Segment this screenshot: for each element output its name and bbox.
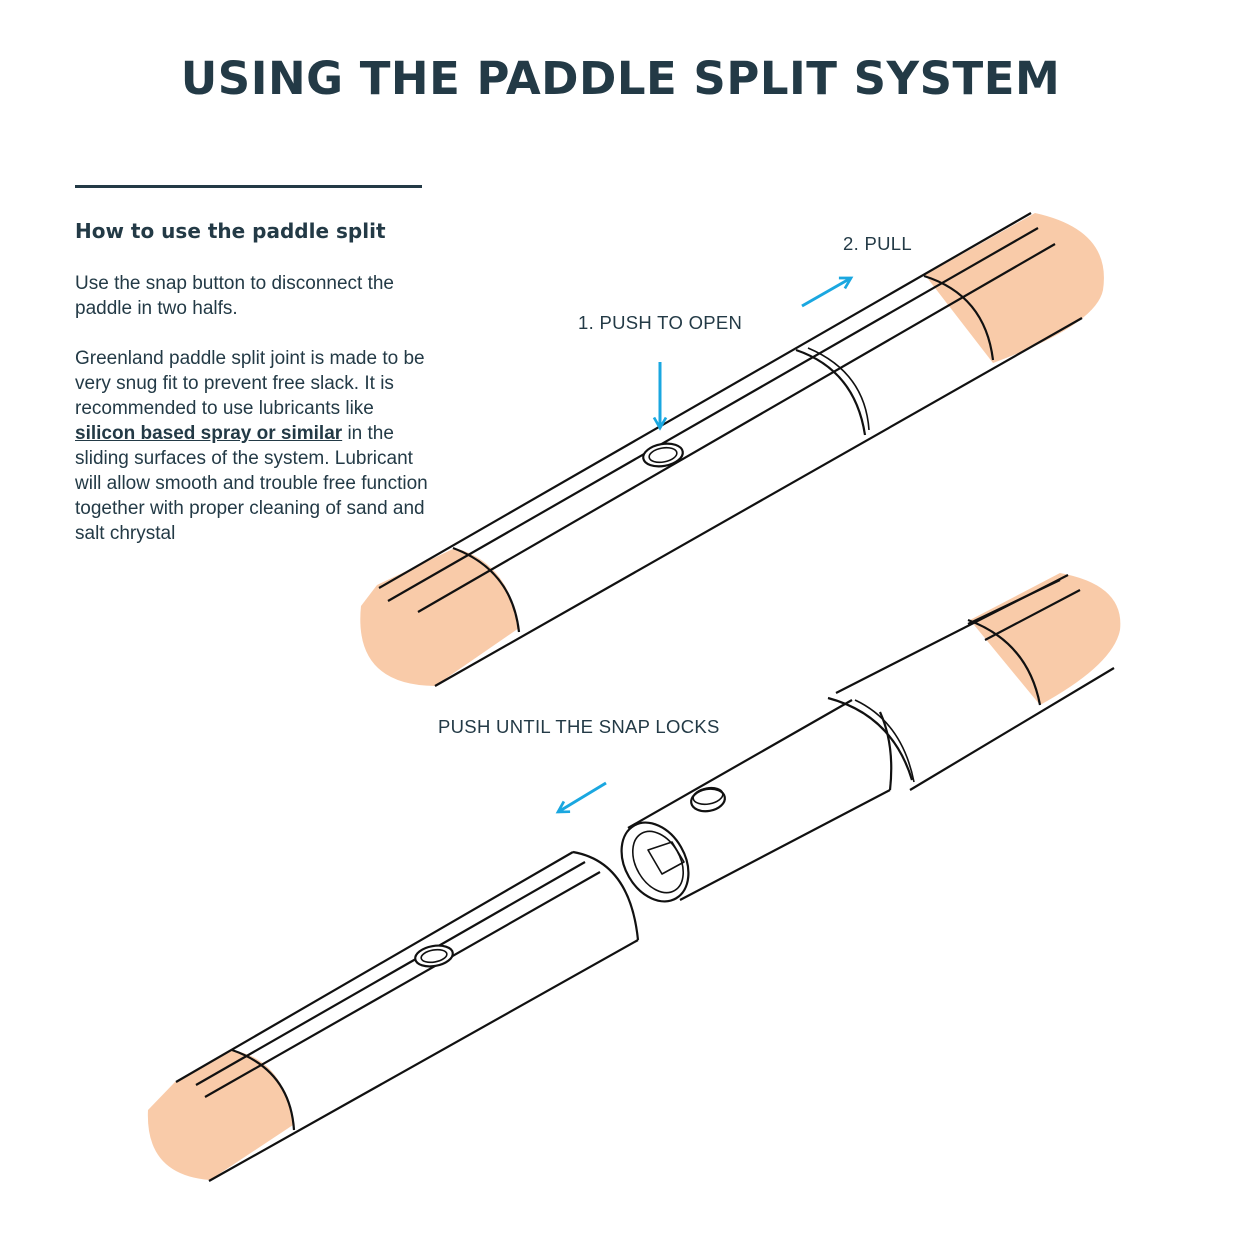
female-groove-1 bbox=[967, 579, 1061, 625]
section-heading: How to use the paddle split bbox=[75, 219, 386, 243]
male-top-edge bbox=[175, 851, 574, 1083]
groove-line-1 bbox=[387, 227, 1039, 602]
arrow-down-left-icon bbox=[555, 781, 607, 814]
female-seam bbox=[967, 618, 1042, 706]
male-groove-2 bbox=[204, 871, 601, 1098]
wood-end-lower-left bbox=[360, 548, 519, 686]
tube-inner-key bbox=[647, 841, 685, 875]
male-half bbox=[147, 850, 640, 1182]
arrow-up-right-icon bbox=[801, 276, 854, 308]
assembled-paddle bbox=[360, 212, 1104, 687]
seam-left bbox=[452, 546, 521, 633]
snap-button-top-inner bbox=[648, 446, 678, 464]
wood-end-upper-right bbox=[925, 213, 1104, 363]
male-end-cap bbox=[572, 850, 640, 941]
collar-ring-inner bbox=[854, 699, 915, 783]
female-bottom-edge bbox=[909, 667, 1115, 791]
seam-collar-2 bbox=[807, 347, 870, 431]
seam-right bbox=[923, 274, 995, 361]
paragraph-text-before-link: Greenland paddle split joint is made to … bbox=[75, 348, 425, 419]
instruction-paragraph-2: Greenland paddle split joint is made to … bbox=[75, 346, 435, 546]
shaft-bottom-edge bbox=[434, 317, 1083, 687]
paragraph-text-after-link: in the sliding surfaces of the system. L… bbox=[75, 423, 428, 544]
page-title: USING THE PADDLE SPLIT SYSTEM bbox=[180, 52, 1061, 105]
female-half bbox=[620, 573, 1121, 903]
tube-bottom-edge bbox=[679, 789, 891, 901]
groove-line-2 bbox=[417, 243, 1056, 613]
shaft-top-edge bbox=[378, 212, 1032, 589]
wood-end-left-half bbox=[147, 1050, 293, 1180]
lubricant-link[interactable]: silicon based spray or similar bbox=[75, 423, 343, 444]
snap-button-male-inner bbox=[420, 948, 448, 964]
seam-collar-1 bbox=[795, 348, 867, 436]
male-bottom-edge bbox=[208, 939, 639, 1182]
pull-label: 2. PULL bbox=[843, 233, 912, 254]
snap-button-tube bbox=[690, 787, 726, 813]
tube-top-edge bbox=[627, 699, 853, 829]
wood-end-right-half bbox=[970, 573, 1121, 705]
push-to-open-label: 1. PUSH TO OPEN bbox=[578, 312, 743, 333]
snap-button-tube-top bbox=[692, 786, 724, 806]
section-divider bbox=[75, 185, 422, 188]
collar-edge bbox=[878, 711, 893, 791]
female-groove-2 bbox=[984, 589, 1081, 641]
male-groove-1 bbox=[195, 861, 586, 1086]
male-seam bbox=[231, 1048, 296, 1131]
snap-button-male bbox=[414, 944, 454, 968]
instruction-paragraph-1: Use the snap button to disconnect the pa… bbox=[75, 273, 394, 319]
push-until-snap-label: PUSH UNTIL THE SNAP LOCKS bbox=[438, 716, 720, 737]
snap-button-top bbox=[642, 442, 684, 468]
collar-ring-outer bbox=[827, 696, 914, 781]
